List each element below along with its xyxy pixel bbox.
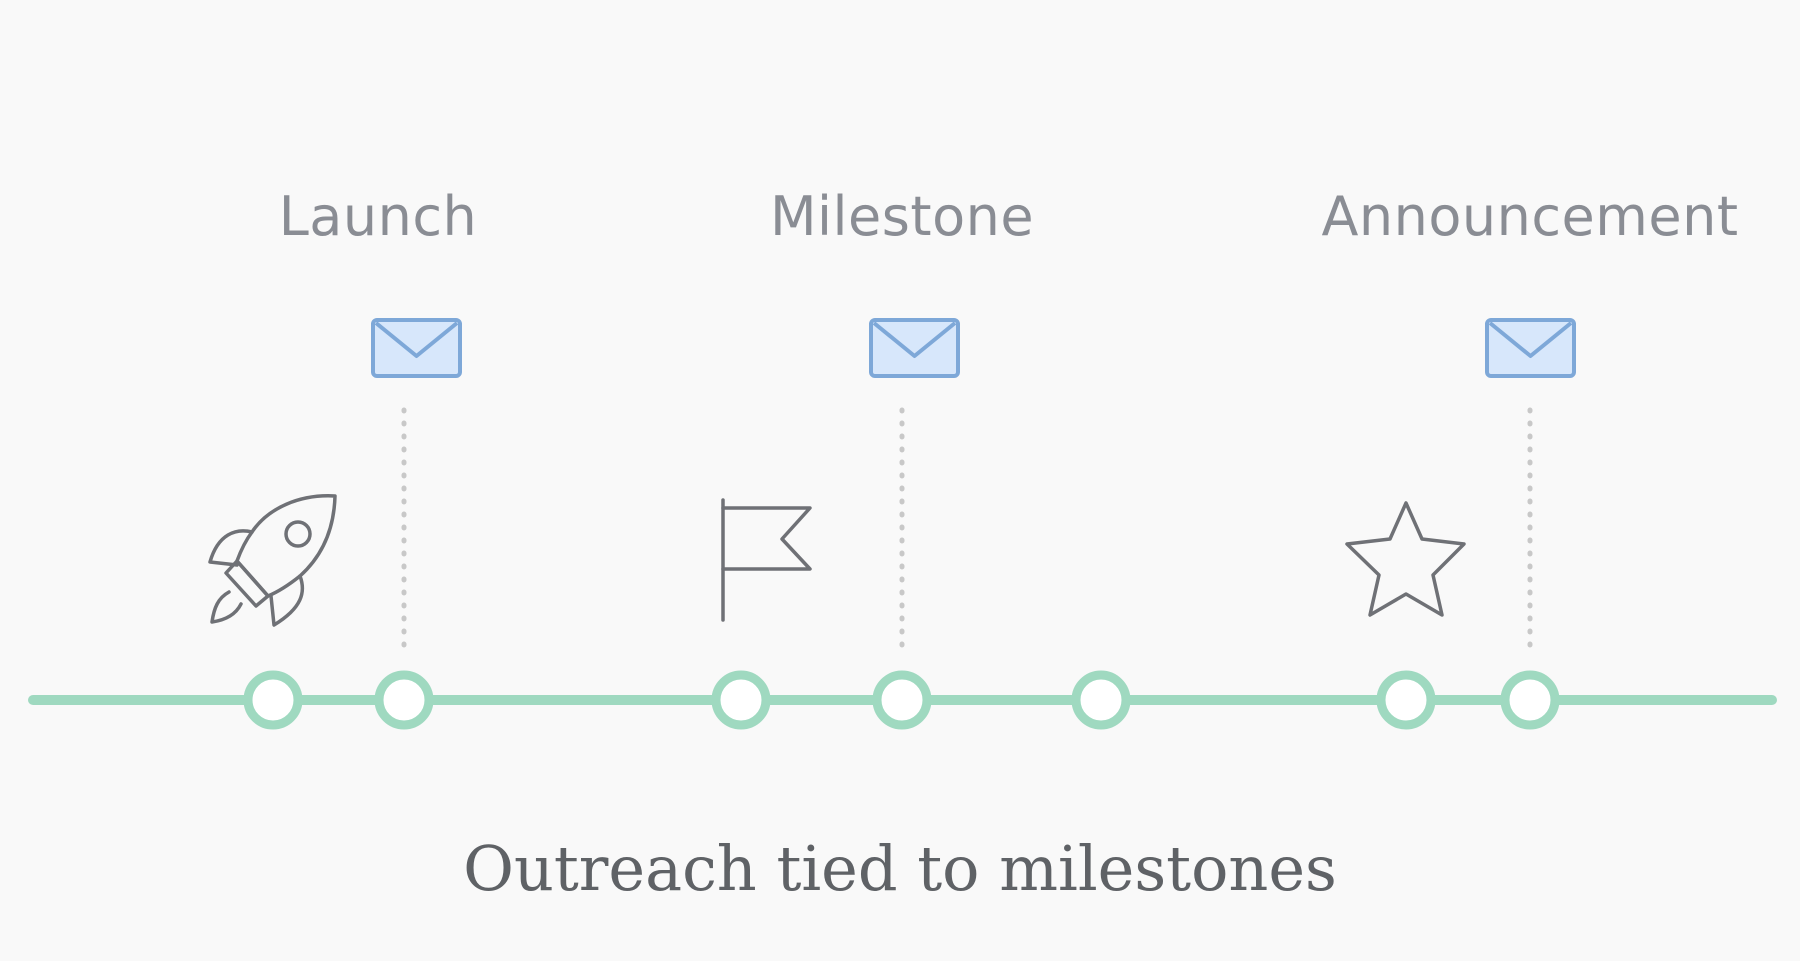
milestone-label-milestone: Milestone [769, 185, 1035, 248]
timeline-node [374, 670, 434, 730]
timeline-node [1376, 670, 1436, 730]
diagram-caption: Outreach tied to milestones [463, 832, 1337, 905]
email-envelope-icon [869, 318, 960, 378]
timeline-node [243, 670, 303, 730]
flag-icon [721, 498, 812, 622]
timeline-node [711, 670, 771, 730]
timeline-node [872, 670, 932, 730]
timeline-node [1071, 670, 1131, 730]
email-envelope-icon [1485, 318, 1576, 378]
timeline-node [1500, 670, 1560, 730]
rocket-icon [208, 494, 337, 627]
star-icon [1345, 501, 1466, 617]
milestone-label-announcement: Announcement [1321, 185, 1739, 248]
milestone-label-launch: Launch [278, 185, 478, 248]
email-envelope-icon [371, 318, 462, 378]
